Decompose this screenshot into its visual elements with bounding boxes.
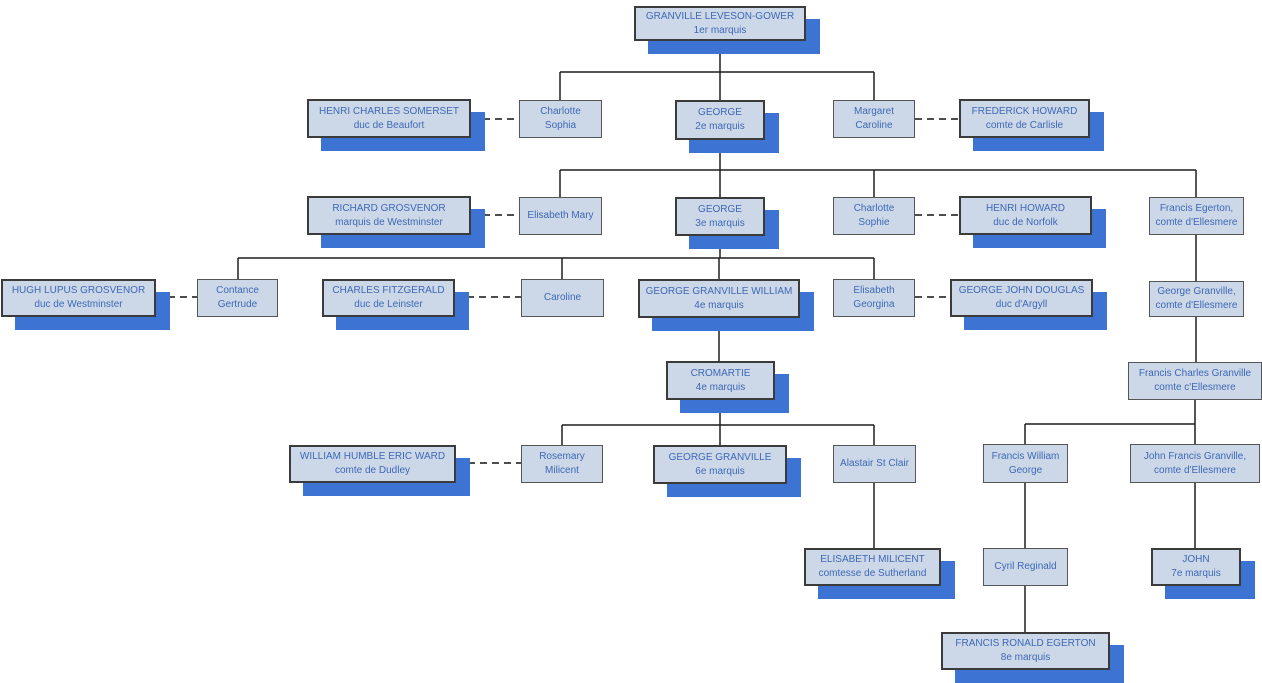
- person-title: comte d'Ellesmere: [1154, 464, 1236, 476]
- person-name: Cyril Reginald: [994, 561, 1057, 572]
- person-name: Francis William: [991, 450, 1060, 462]
- person-name: GEORGE JOHN DOUGLAS: [958, 285, 1085, 296]
- person-name: CROMARTIE: [690, 367, 751, 379]
- person-name: Margaret: [853, 106, 894, 117]
- person-name: Rosemary: [539, 451, 585, 462]
- person-node-hugh-lupus-grosvenor: HUGH LUPUS GROSVENOR duc de Westminster: [1, 279, 156, 317]
- person-node-george-3e-marquis: GEORGE 3e marquis: [675, 197, 765, 236]
- person-name: RICHARD GROSVENOR: [332, 202, 446, 214]
- person-name: Francis Egerton,: [1159, 203, 1234, 214]
- person-node-francis-egerton: Francis Egerton, comte d'Ellesmere: [1149, 197, 1244, 235]
- person-title: Sophia: [544, 120, 577, 131]
- person-name: George Granville,: [1157, 286, 1236, 297]
- person-node-francis-ronald-egerton: FRANCIS RONALD EGERTON 8e marquis: [941, 632, 1110, 670]
- person-title: 6e marquis: [695, 465, 745, 477]
- person-title: marquis de Westminster: [335, 216, 443, 228]
- person-name: JOHN: [1182, 554, 1210, 565]
- person-title: 8e marquis: [1000, 652, 1051, 663]
- person-node-george-6e-marquis: GEORGE GRANVILLE 6e marquis: [653, 445, 787, 484]
- person-title: duc de Leinster: [354, 299, 423, 310]
- person-title: duc de Beaufort: [353, 119, 425, 131]
- person-node-henri-charles-somerset: HENRI CHARLES SOMERSET duc de Beaufort: [307, 99, 471, 138]
- person-node-richard-grosvenor: RICHARD GROSVENOR marquis de Westminster: [307, 196, 471, 235]
- person-node-george-john-douglas: GEORGE JOHN DOUGLAS duc d'Argyll: [950, 279, 1093, 317]
- person-name: Caroline: [543, 292, 582, 303]
- person-title: duc de Westminster: [34, 299, 123, 310]
- person-name: Charlotte: [540, 106, 581, 117]
- person-name: HUGH LUPUS GROSVENOR: [11, 285, 146, 296]
- person-title: comte d'Ellesmere: [1155, 217, 1238, 228]
- person-name: ELISABETH MILICENT: [820, 554, 925, 565]
- person-title: 4e marquis: [695, 381, 746, 393]
- person-title: George: [1008, 464, 1043, 476]
- person-node-granville-1er-marquis: GRANVILLE LEVESON-GOWER 1er marquis: [634, 6, 806, 41]
- person-name: CHARLES FITZGERALD: [332, 285, 445, 296]
- person-node-george-4e-marquis: GEORGE GRANVILLE WILLIAM 4e marquis: [638, 279, 800, 318]
- person-name: Francis Charles Granville: [1138, 368, 1252, 379]
- person-node-caroline: Caroline: [521, 279, 604, 317]
- person-title: Sophie: [858, 217, 890, 228]
- person-node-henri-howard: HENRI HOWARD duc de Norfolk: [959, 196, 1092, 235]
- person-name: Alastair St Clair: [840, 458, 909, 469]
- person-title: comte c'Ellesmere: [1154, 382, 1236, 393]
- person-title: Caroline: [855, 120, 893, 131]
- person-title: duc d'Argyll: [995, 299, 1048, 310]
- person-title: 1er marquis: [693, 24, 747, 36]
- person-title: 4e marquis: [694, 299, 744, 311]
- person-title: Milicent: [545, 465, 579, 476]
- person-node-john-francis-granville: John Francis Granville, comte d'Ellesmere: [1130, 444, 1260, 483]
- person-name: WILLIAM HUMBLE ERIC WARD: [299, 451, 446, 462]
- person-node-cyril-reginald: Cyril Reginald: [983, 548, 1068, 586]
- person-node-george-2e-marquis: GEORGE 2e marquis: [675, 100, 765, 140]
- person-node-john-7e-marquis: JOHN 7e marquis: [1151, 548, 1241, 586]
- person-name: Charlotte: [853, 203, 895, 214]
- person-node-frederick-howard: FREDERICK HOWARD comte de Carlisle: [959, 99, 1090, 138]
- person-title: comte de Carlisle: [985, 119, 1064, 131]
- person-name: GEORGE GRANVILLE: [668, 451, 772, 463]
- person-title: 3e marquis: [695, 217, 745, 229]
- person-name: Elisabeth: [853, 285, 895, 296]
- person-name: FRANCIS RONALD EGERTON: [955, 638, 1096, 649]
- person-node-elisabeth-mary: Elisabeth Mary: [519, 197, 602, 235]
- person-title: Georgina: [853, 299, 895, 310]
- person-title: 7e marquis: [1171, 568, 1221, 579]
- person-name: Elisabeth Mary: [527, 210, 594, 221]
- person-node-charles-fitzgerald: CHARLES FITZGERALD duc de Leinster: [322, 279, 455, 317]
- person-name: GEORGE: [698, 203, 742, 215]
- person-node-william-humble-eric-ward: WILLIAM HUMBLE ERIC WARD comte de Dudley: [289, 445, 456, 483]
- person-node-george-granville-ellesmere: George Granville, comte d'Ellesmere: [1149, 281, 1244, 317]
- person-title: comte de Dudley: [334, 465, 411, 476]
- person-node-alastair-st-clair: Alastair St Clair: [833, 445, 916, 483]
- person-node-elisabeth-milicent: ELISABETH MILICENT comtesse de Sutherland: [804, 548, 941, 586]
- person-title: Gertrude: [217, 299, 258, 310]
- person-title: duc de Norfolk: [993, 216, 1058, 228]
- person-name: GRANVILLE LEVESON-GOWER: [645, 10, 795, 22]
- person-node-francis-charles-granville: Francis Charles Granville comte c'Ellesme…: [1128, 362, 1262, 400]
- person-name: FREDERICK HOWARD: [971, 105, 1078, 117]
- person-name: HENRI CHARLES SOMERSET: [318, 105, 460, 117]
- person-title: 2e marquis: [695, 121, 745, 132]
- person-title: comtesse de Sutherland: [818, 568, 927, 579]
- person-name: GEORGE GRANVILLE WILLIAM: [645, 285, 793, 297]
- person-node-cromartie-4e-marquis: CROMARTIE 4e marquis: [666, 361, 775, 400]
- person-title: comte d'Ellesmere: [1155, 300, 1238, 311]
- person-name: HENRI HOWARD: [985, 202, 1066, 214]
- person-name: John Francis Granville,: [1143, 450, 1247, 462]
- person-name: Contance: [216, 285, 259, 296]
- person-name: GEORGE: [698, 107, 742, 118]
